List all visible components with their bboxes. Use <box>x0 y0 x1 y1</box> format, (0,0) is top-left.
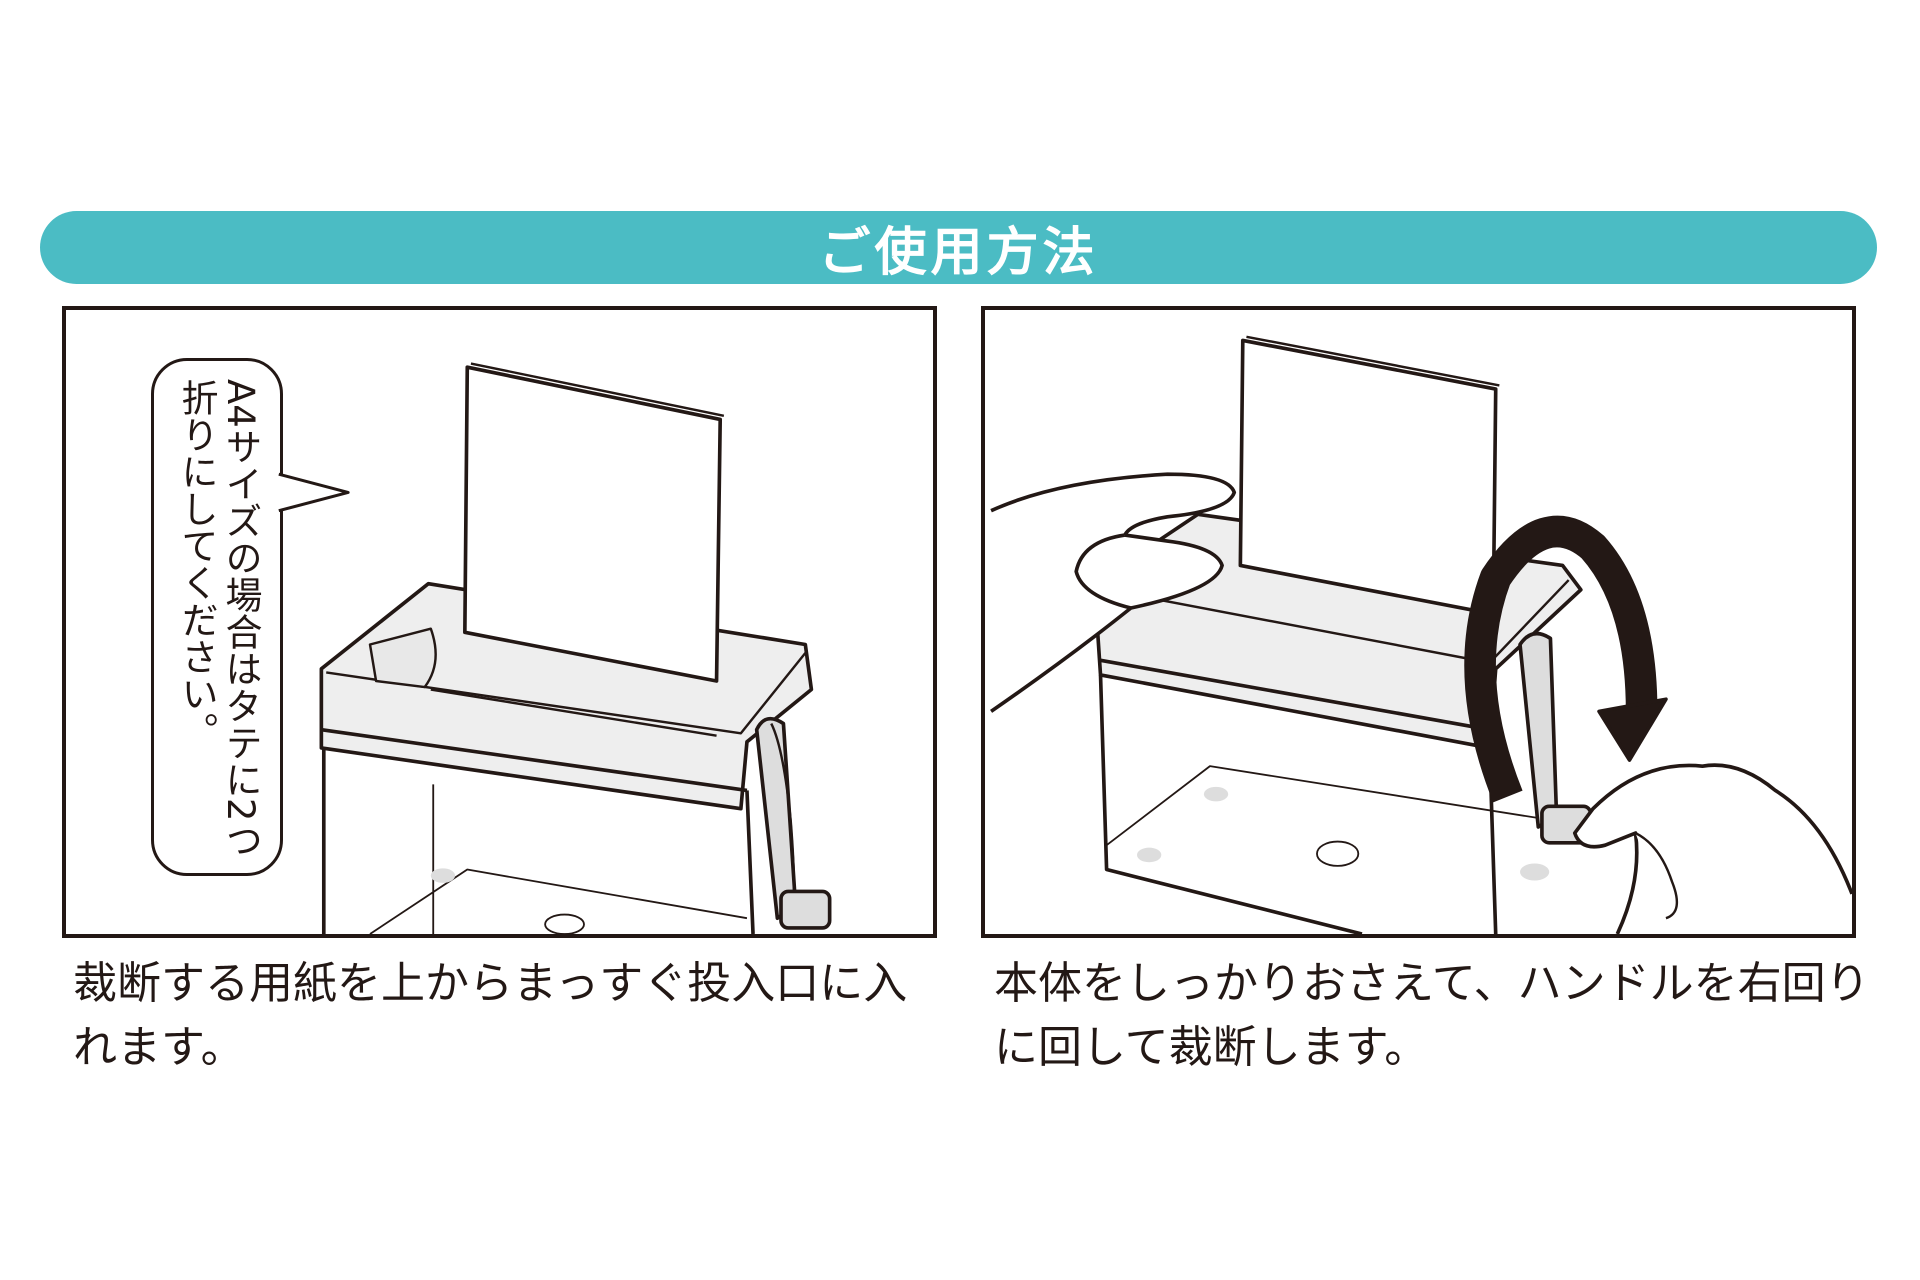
section-header: ご使用方法 <box>40 211 1877 284</box>
step2-illustration <box>981 306 1856 938</box>
step1-illustration: A4サイズの場合はタテに2つ折りにしてください。 <box>62 306 937 938</box>
shredder-insert-paper-drawing <box>319 362 832 934</box>
shredder-crank-drawing <box>990 335 1852 934</box>
step2-caption: 本体をしっかりおさえて、ハンドルを右回りに回して裁断します。 <box>994 958 1870 1073</box>
speech-bubble: A4サイズの場合はタテに2つ折りにしてください。 <box>151 358 283 876</box>
bubble-note: A4サイズの場合はタテに2つ折りにしてください。 <box>175 379 262 859</box>
section-title: ご使用方法 <box>818 223 1099 283</box>
step1-caption: 裁断する用紙を上からまっすぐ投入口に入れます。 <box>73 958 908 1073</box>
